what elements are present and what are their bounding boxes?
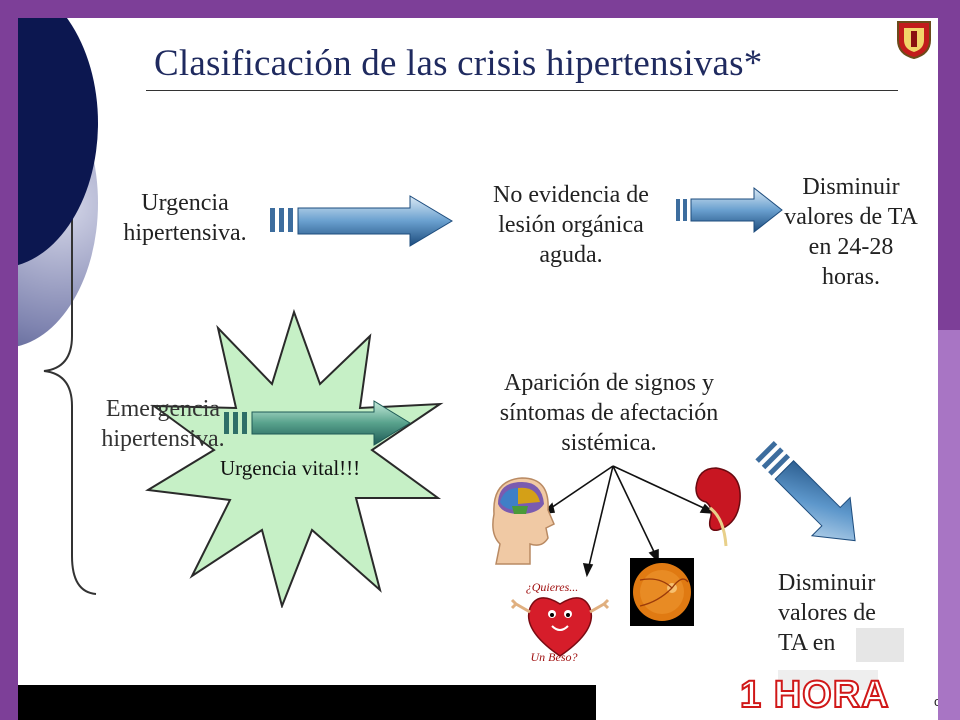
urgency-action: Disminuir valores de TA en 24-28 horas. <box>784 174 918 290</box>
retina-fundus-image <box>630 558 694 626</box>
arrow-urgency-to-finding <box>270 195 453 247</box>
arrow-emergency-to-finding <box>224 400 411 446</box>
covered-text-box <box>856 628 904 662</box>
urgent-starburst-shape <box>145 308 444 608</box>
one-hour-badge: 1 HORA <box>739 673 890 717</box>
arrow-finding-to-emergency-action <box>755 440 856 542</box>
urgency-finding: No evidencia de lesión orgánica aguda. <box>493 182 649 268</box>
kidney-image <box>695 467 741 547</box>
title-underline <box>146 90 898 91</box>
urgency-label: Urgencia hipertensiva. <box>123 190 247 246</box>
watermark-text: om <box>934 694 938 709</box>
covered-text-box-lower <box>778 670 878 690</box>
arrow-finding-to-action <box>676 186 783 234</box>
brain-head-image <box>492 477 555 565</box>
heart-caption-top: ¿Quieres... <box>525 580 579 594</box>
heart-caption-bottom: Un Beso? <box>530 650 578 664</box>
frame-top <box>0 0 960 18</box>
university-crest-icon <box>897 21 931 60</box>
urgent-vital-text: Urgencia vital!!! <box>220 456 361 480</box>
slide-canvas: Clasificación de las crisis hipertensiva… <box>18 18 938 720</box>
bottom-black-bar <box>18 685 596 720</box>
frame-right-bottom <box>938 330 960 720</box>
heart-cartoon-image <box>510 597 610 657</box>
emergency-finding: Aparición de signos y síntomas de afecta… <box>499 370 719 456</box>
frame-right-top <box>938 0 960 330</box>
slide-title: Clasificación de las crisis hipertensiva… <box>154 43 763 84</box>
emergency-label: Emergencia hipertensiva. <box>101 396 225 452</box>
emergency-action: Disminuir valores de TA en <box>778 570 876 656</box>
